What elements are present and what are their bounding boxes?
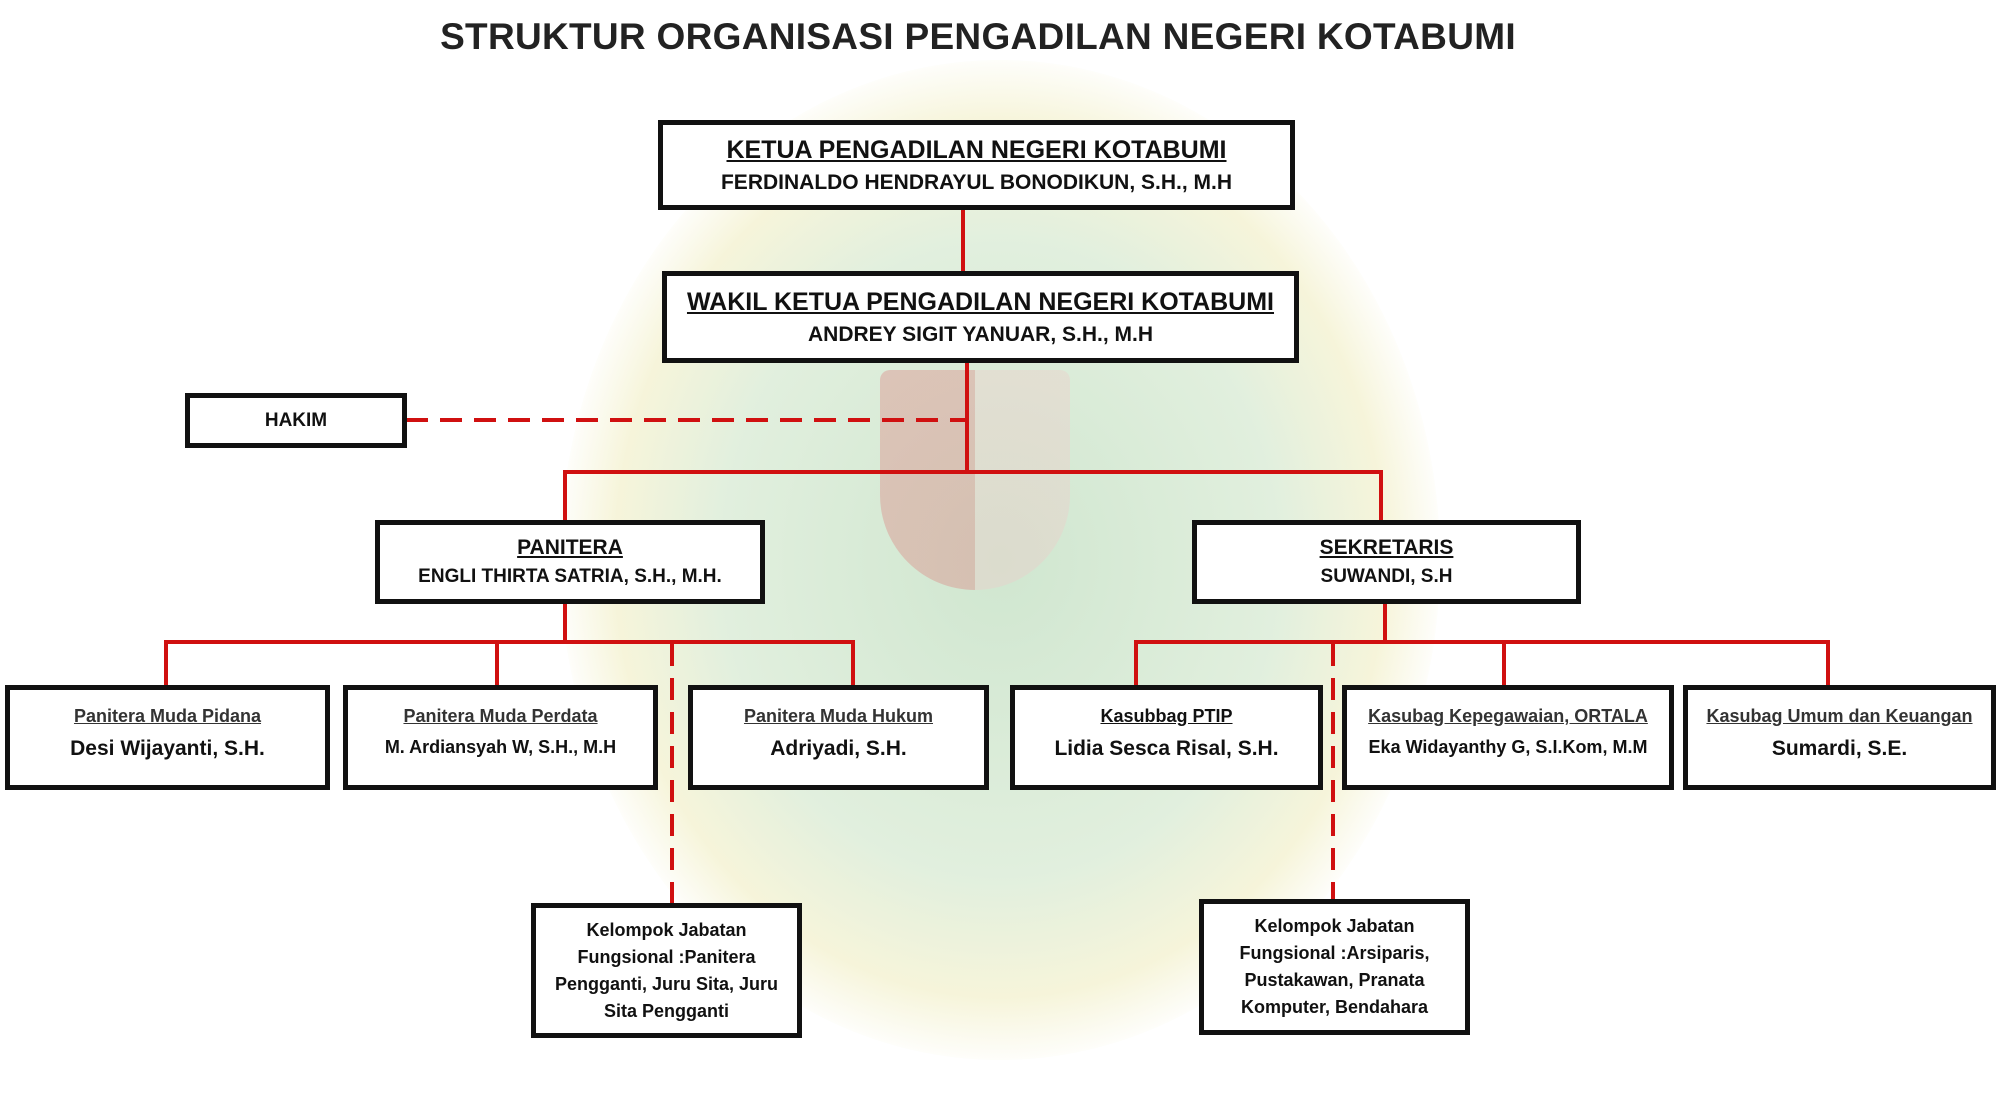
unit-box-panitera-muda-hukum: Panitera Muda Hukum Adriyadi, S.H. (688, 685, 989, 790)
unit-position: Panitera Muda Hukum (743, 706, 934, 726)
wakil-position: WAKIL KETUA PENGADILAN NEGERI KOTABUMI (686, 287, 1275, 316)
fungsional-text: Kelompok Jabatan Fungsional :Panitera Pe… (554, 919, 779, 1021)
panitera-position: PANITERA (517, 536, 623, 559)
unit-box-panitera-muda-pidana: Panitera Muda Pidana Desi Wijayanti, S.H… (5, 685, 330, 790)
dashed-connector-hakim (406, 418, 967, 422)
sekretaris-position: SEKRETARIS (1319, 536, 1454, 559)
connector-unit-1 (164, 640, 168, 688)
ketua-box: KETUA PENGADILAN NEGERI KOTABUMI FERDINA… (658, 120, 1295, 210)
dashed-connector-fungsional-2 (1331, 644, 1335, 900)
connector-sekretaris (1379, 470, 1383, 522)
chart-title: STRUKTUR ORGANISASI PENGADILAN NEGERI KO… (440, 16, 1516, 57)
unit-name: Eka Widayanthy G, S.I.Kom, M.M (1368, 737, 1648, 757)
connector-unit-2 (495, 640, 499, 688)
wakil-ketua-box: WAKIL KETUA PENGADILAN NEGERI KOTABUMI A… (662, 271, 1299, 363)
panitera-name: ENGLI THIRTA SATRIA, S.H., M.H. (418, 566, 722, 587)
panitera-box: PANITERA ENGLI THIRTA SATRIA, S.H., M.H. (375, 520, 765, 604)
unit-position: Panitera Muda Perdata (403, 706, 598, 726)
unit-name: Lidia Sesca Risal, S.H. (1054, 737, 1279, 760)
wakil-name: ANDREY SIGIT YANUAR, S.H., M.H (807, 322, 1153, 346)
unit-box-kasubag-kepegawaian: Kasubag Kepegawaian, ORTALA Eka Widayant… (1342, 685, 1674, 790)
connector-unit-4 (1134, 640, 1138, 688)
connector-sekretaris-down (1383, 602, 1387, 642)
dashed-connector-fungsional-1 (670, 644, 674, 904)
unit-position: Kasubag Umum dan Keuangan (1706, 706, 1973, 726)
fungsional-box-kepaniteraan: Kelompok Jabatan Fungsional :Panitera Pe… (531, 903, 802, 1038)
connector-panitera-down (563, 602, 567, 642)
connector-ketua-wakil (961, 208, 965, 274)
sekretaris-box: SEKRETARIS SUWANDI, S.H (1192, 520, 1581, 604)
fungsional-text: Kelompok Jabatan Fungsional :Arsiparis, … (1239, 916, 1430, 1017)
unit-box-panitera-muda-perdata: Panitera Muda Perdata M. Ardiansyah W, S… (343, 685, 658, 790)
ketua-position: KETUA PENGADILAN NEGERI KOTABUMI (726, 135, 1227, 164)
unit-name: Adriyadi, S.H. (770, 737, 907, 760)
fungsional-box-kesekretariatan: Kelompok Jabatan Fungsional :Arsiparis, … (1199, 899, 1470, 1035)
unit-name: M. Ardiansyah W, S.H., M.H (384, 737, 617, 757)
connector-right-bus (1134, 640, 1830, 644)
hakim-box: HAKIM (185, 393, 407, 448)
emblem-shield-watermark (880, 370, 1070, 590)
unit-box-kasubag-umum-keuangan: Kasubag Umum dan Keuangan Sumardi, S.E. (1683, 685, 1996, 790)
sekretaris-name: SUWANDI, S.H (1320, 566, 1453, 587)
unit-position: Panitera Muda Pidana (73, 706, 262, 726)
connector-unit-6 (1826, 640, 1830, 688)
unit-name: Desi Wijayanti, S.H. (70, 737, 265, 760)
unit-box-kasubbag-ptip: Kasubbag PTIP Lidia Sesca Risal, S.H. (1010, 685, 1323, 790)
unit-name: Sumardi, S.E. (1771, 737, 1908, 760)
hakim-label: HAKIM (264, 409, 328, 431)
connector-wakil-bus (965, 361, 969, 473)
connector-main-bus (563, 470, 1383, 474)
ketua-name: FERDINALDO HENDRAYUL BONODIKUN, S.H., M.… (720, 170, 1233, 194)
unit-position: Kasubbag PTIP (1100, 706, 1233, 726)
connector-left-bus (164, 640, 855, 644)
unit-position: Kasubag Kepegawaian, ORTALA (1368, 706, 1648, 726)
connector-unit-3 (851, 640, 855, 688)
connector-panitera (563, 470, 567, 522)
connector-unit-5 (1502, 640, 1506, 688)
